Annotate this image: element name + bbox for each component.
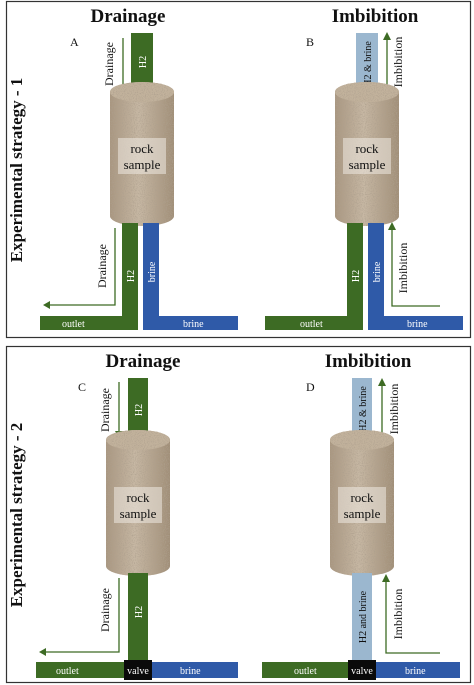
panel-b-top-pipe xyxy=(356,33,378,93)
panel-a-bottom-flow-arrowhead xyxy=(43,301,50,309)
panel-d-valve-label: valve xyxy=(351,666,373,677)
panel-d-rock-top-face xyxy=(330,430,394,450)
panel-c-letter: C xyxy=(78,380,86,394)
panel-d-top-flow-label: Imbibition xyxy=(387,384,401,435)
panel-c-sample-label-line1: rock xyxy=(126,490,150,505)
panel-a-outlet-label: outlet xyxy=(62,319,85,330)
panel-c-top-pipe-label: H2 xyxy=(134,404,145,416)
panel-a-sample-label-line2: sample xyxy=(124,157,161,172)
panel-c-brine-inlet-pipe xyxy=(152,662,238,678)
panel-b-top-flow-label: Imbibition xyxy=(391,37,405,88)
panel-a-outlet-pipe xyxy=(40,316,138,330)
panel-c-title: Drainage xyxy=(106,351,181,372)
panel-c-bottom-flow-arrow xyxy=(44,578,120,653)
panel-b-outlet-pipe xyxy=(265,316,363,330)
panel-d-top-pipe xyxy=(352,378,372,440)
panel-c-bottom-pipe-label: H2 xyxy=(134,606,145,618)
panel-c-valve-label: valve xyxy=(127,666,149,677)
panel-b-title: Imbibition xyxy=(332,6,419,27)
panel-c-sample-label-box xyxy=(114,487,162,523)
panel-c-bottom-pipe xyxy=(128,573,148,661)
panel-a-top-flow-label: Drainage xyxy=(102,42,116,86)
panel-d-imbibition: Imbibition D H2 & brine Imbibition rock … xyxy=(262,351,460,680)
strategy-1-label: Experimental strategy - 1 xyxy=(7,78,26,263)
panel-d-bottom-flow-arrowhead xyxy=(382,574,390,582)
panel-d-sample-label-line2: sample xyxy=(344,506,381,521)
panel-a-sample-label-line1: rock xyxy=(130,141,154,156)
panel-a-bottom-flow-arrow xyxy=(48,228,116,306)
panel-d-title: Imbibition xyxy=(325,351,412,372)
panel-c-top-pipe xyxy=(128,378,148,440)
panel-d-bottom-pipe xyxy=(352,573,372,661)
panel-b-top-pipe-label: H2 & brine xyxy=(363,41,374,87)
panel-a-h2-bottom-pipe xyxy=(122,223,138,330)
strategy-2-label: Experimental strategy - 2 xyxy=(7,423,26,608)
panel-d-sample-label-line1: rock xyxy=(350,490,374,505)
panel-c-top-flow-label: Drainage xyxy=(98,388,112,432)
panel-a-top-pipe-label: H2 xyxy=(138,56,149,68)
panel-c-drainage: Drainage C H2 Drainage rock sample H2 va… xyxy=(36,351,238,680)
panel-a-brine-bottom-pipe-label: brine xyxy=(147,261,158,282)
panel-d-brine-inlet-pipe xyxy=(376,662,460,678)
panel-d-bottom-pipe-label: H2 and brine xyxy=(358,590,369,643)
panel-a-rock-top-face xyxy=(110,82,174,102)
panel-d-letter: D xyxy=(306,380,315,394)
panel-b-sample-label-line1: rock xyxy=(355,141,379,156)
panel-b-brine-inlet-label: brine xyxy=(407,319,428,330)
panel-c-sample-label-line2: sample xyxy=(120,506,157,521)
panel-a-sample-label-box xyxy=(118,138,166,174)
panel-b-sample-label-line2: sample xyxy=(349,157,386,172)
panel-c-outlet-pipe xyxy=(36,662,124,678)
panel-c-brine-inlet-label: brine xyxy=(180,666,201,677)
panel-a-title: Drainage xyxy=(91,6,166,27)
panel-a-brine-inlet-label: brine xyxy=(183,319,204,330)
panel-c-bottom-flow-label: Drainage xyxy=(98,588,112,632)
panel-b-brine-inlet-pipe xyxy=(368,316,463,330)
panel-b-brine-bottom-pipe xyxy=(368,223,384,330)
panel-a-drainage: Drainage A H2 Drainage rock sample H2 br… xyxy=(40,6,238,330)
panel-b-bottom-flow-arrowhead xyxy=(388,222,396,230)
panel-d-top-pipe-label: H2 & brine xyxy=(358,386,369,432)
panel-b-sample-label-box xyxy=(343,138,391,174)
panel-a-brine-inlet-pipe xyxy=(143,316,238,330)
panel-d-sample-label-box xyxy=(338,487,386,523)
panel-b-rock-top-face xyxy=(335,82,399,102)
panel-a-letter: A xyxy=(70,35,79,49)
strategy-2-frame xyxy=(5,345,472,684)
panel-a-h2-bottom-pipe-label: H2 xyxy=(126,270,137,282)
panel-a-bottom-flow-label: Drainage xyxy=(95,244,109,288)
panel-b-top-flow-arrowhead xyxy=(383,32,391,40)
panel-d-valve xyxy=(348,660,376,680)
panel-b-h2-bottom-pipe xyxy=(347,223,363,330)
panel-b-brine-bottom-pipe-label: brine xyxy=(372,261,383,282)
panel-d-brine-inlet-label: brine xyxy=(405,666,426,677)
panel-b-bottom-flow-arrow xyxy=(391,228,440,307)
panel-b-bottom-flow-label: Imbibition xyxy=(396,243,410,294)
panel-c-rock-top-face xyxy=(106,430,170,450)
panel-a-brine-bottom-pipe xyxy=(143,223,159,330)
panel-d-bottom-flow-arrow xyxy=(385,580,440,654)
panel-d-top-flow-arrowhead xyxy=(378,378,386,386)
panel-c-valve xyxy=(124,660,152,680)
panel-d-outlet-label: outlet xyxy=(294,666,317,677)
panel-d-outlet-pipe xyxy=(262,662,348,678)
panel-b-outlet-label: outlet xyxy=(300,319,323,330)
panel-c-outlet-label: outlet xyxy=(56,666,79,677)
panel-b-h2-bottom-pipe-label: H2 xyxy=(351,270,362,282)
panel-b-letter: B xyxy=(306,35,314,49)
strategy-1-frame xyxy=(5,0,472,339)
panel-a-top-pipe xyxy=(131,33,153,93)
panel-d-bottom-flow-label: Imbibition xyxy=(391,589,405,640)
panel-c-bottom-flow-arrowhead xyxy=(39,648,46,656)
panel-b-imbibition: Imbibition B H2 & brine Imbibition rock … xyxy=(265,6,463,330)
